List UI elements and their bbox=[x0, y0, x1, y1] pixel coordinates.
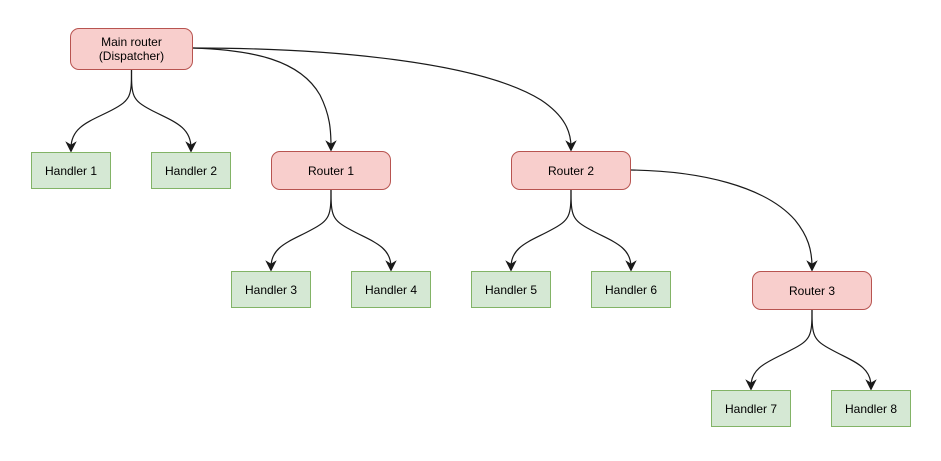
node-handler-8[interactable]: Handler 8 bbox=[831, 390, 911, 427]
edge-router-2-to-handler-6 bbox=[570, 189, 637, 272]
node-handler-7-label: Handler 7 bbox=[724, 401, 778, 416]
node-router-2[interactable]: Router 2 bbox=[511, 151, 631, 190]
edge-main-to-router-2 bbox=[192, 47, 577, 152]
node-handler-3-label: Handler 3 bbox=[244, 282, 298, 297]
node-main-router-label: Main router (Dispatcher) bbox=[98, 35, 165, 63]
edge-router-2-to-handler-5-line bbox=[510, 189, 572, 268]
edge-router-3-to-handler-7-arrowhead-icon bbox=[745, 379, 757, 391]
edge-router-1-to-handler-4-arrowhead-icon bbox=[385, 260, 397, 272]
node-handler-4[interactable]: Handler 4 bbox=[351, 271, 431, 308]
edge-router-3-to-handler-7-line bbox=[750, 309, 813, 387]
edge-router-1-to-handler-3 bbox=[265, 189, 332, 272]
edge-main-to-handler-2-line bbox=[130, 69, 192, 149]
edge-main-to-router-1-arrowhead-icon bbox=[325, 140, 337, 152]
edge-router-3-to-handler-8-line bbox=[811, 309, 872, 387]
edge-main-to-handler-1-line bbox=[70, 69, 133, 149]
node-handler-5-label: Handler 5 bbox=[484, 282, 538, 297]
node-handler-2-label: Handler 2 bbox=[164, 163, 218, 178]
edge-router-1-to-handler-4 bbox=[330, 189, 397, 272]
edge-router-2-to-handler-5-arrowhead-icon bbox=[505, 260, 517, 272]
node-router-1-label: Router 1 bbox=[307, 163, 355, 178]
edge-router-1-to-handler-4-line bbox=[330, 189, 392, 268]
node-router-1[interactable]: Router 1 bbox=[271, 151, 391, 190]
edge-main-to-handler-1-arrowhead-icon bbox=[65, 141, 77, 153]
edge-main-to-router-2-line bbox=[192, 47, 572, 148]
edge-group bbox=[65, 47, 877, 391]
edge-router-2-to-handler-6-arrowhead-icon bbox=[625, 260, 637, 272]
node-handler-2[interactable]: Handler 2 bbox=[151, 152, 231, 189]
node-handler-6-label: Handler 6 bbox=[604, 282, 658, 297]
node-handler-8-label: Handler 8 bbox=[844, 401, 898, 416]
edge-main-to-router-1 bbox=[192, 47, 337, 152]
edge-router-2-to-handler-6-line bbox=[570, 189, 632, 268]
edge-router-2-to-router-3 bbox=[630, 169, 818, 272]
edge-router-2-to-handler-5 bbox=[505, 189, 572, 272]
edge-router-3-to-handler-8-arrowhead-icon bbox=[865, 379, 877, 391]
edge-router-2-to-router-3-arrowhead-icon bbox=[806, 260, 818, 272]
edge-router-3-to-handler-8 bbox=[811, 309, 877, 391]
node-handler-5[interactable]: Handler 5 bbox=[471, 271, 551, 308]
edge-main-to-handler-2 bbox=[130, 69, 197, 153]
edge-main-to-router-2-arrowhead-icon bbox=[565, 140, 577, 152]
node-main-router[interactable]: Main router (Dispatcher) bbox=[70, 28, 193, 70]
node-handler-4-label: Handler 4 bbox=[364, 282, 418, 297]
node-handler-6[interactable]: Handler 6 bbox=[591, 271, 671, 308]
edge-router-1-to-handler-3-arrowhead-icon bbox=[265, 260, 277, 272]
node-handler-1-label: Handler 1 bbox=[44, 163, 98, 178]
node-router-2-label: Router 2 bbox=[547, 163, 595, 178]
edge-main-to-handler-1 bbox=[65, 69, 133, 153]
edge-router-2-to-router-3-line bbox=[630, 169, 813, 268]
edge-main-to-handler-2-arrowhead-icon bbox=[185, 141, 197, 153]
edge-router-1-to-handler-3-line bbox=[270, 189, 332, 268]
node-handler-7[interactable]: Handler 7 bbox=[711, 390, 791, 427]
edge-router-3-to-handler-7 bbox=[745, 309, 813, 391]
edge-main-to-router-1-line bbox=[192, 47, 332, 148]
node-handler-3[interactable]: Handler 3 bbox=[231, 271, 311, 308]
node-router-3[interactable]: Router 3 bbox=[752, 271, 872, 310]
node-handler-1[interactable]: Handler 1 bbox=[31, 152, 111, 189]
node-router-3-label: Router 3 bbox=[788, 283, 836, 298]
